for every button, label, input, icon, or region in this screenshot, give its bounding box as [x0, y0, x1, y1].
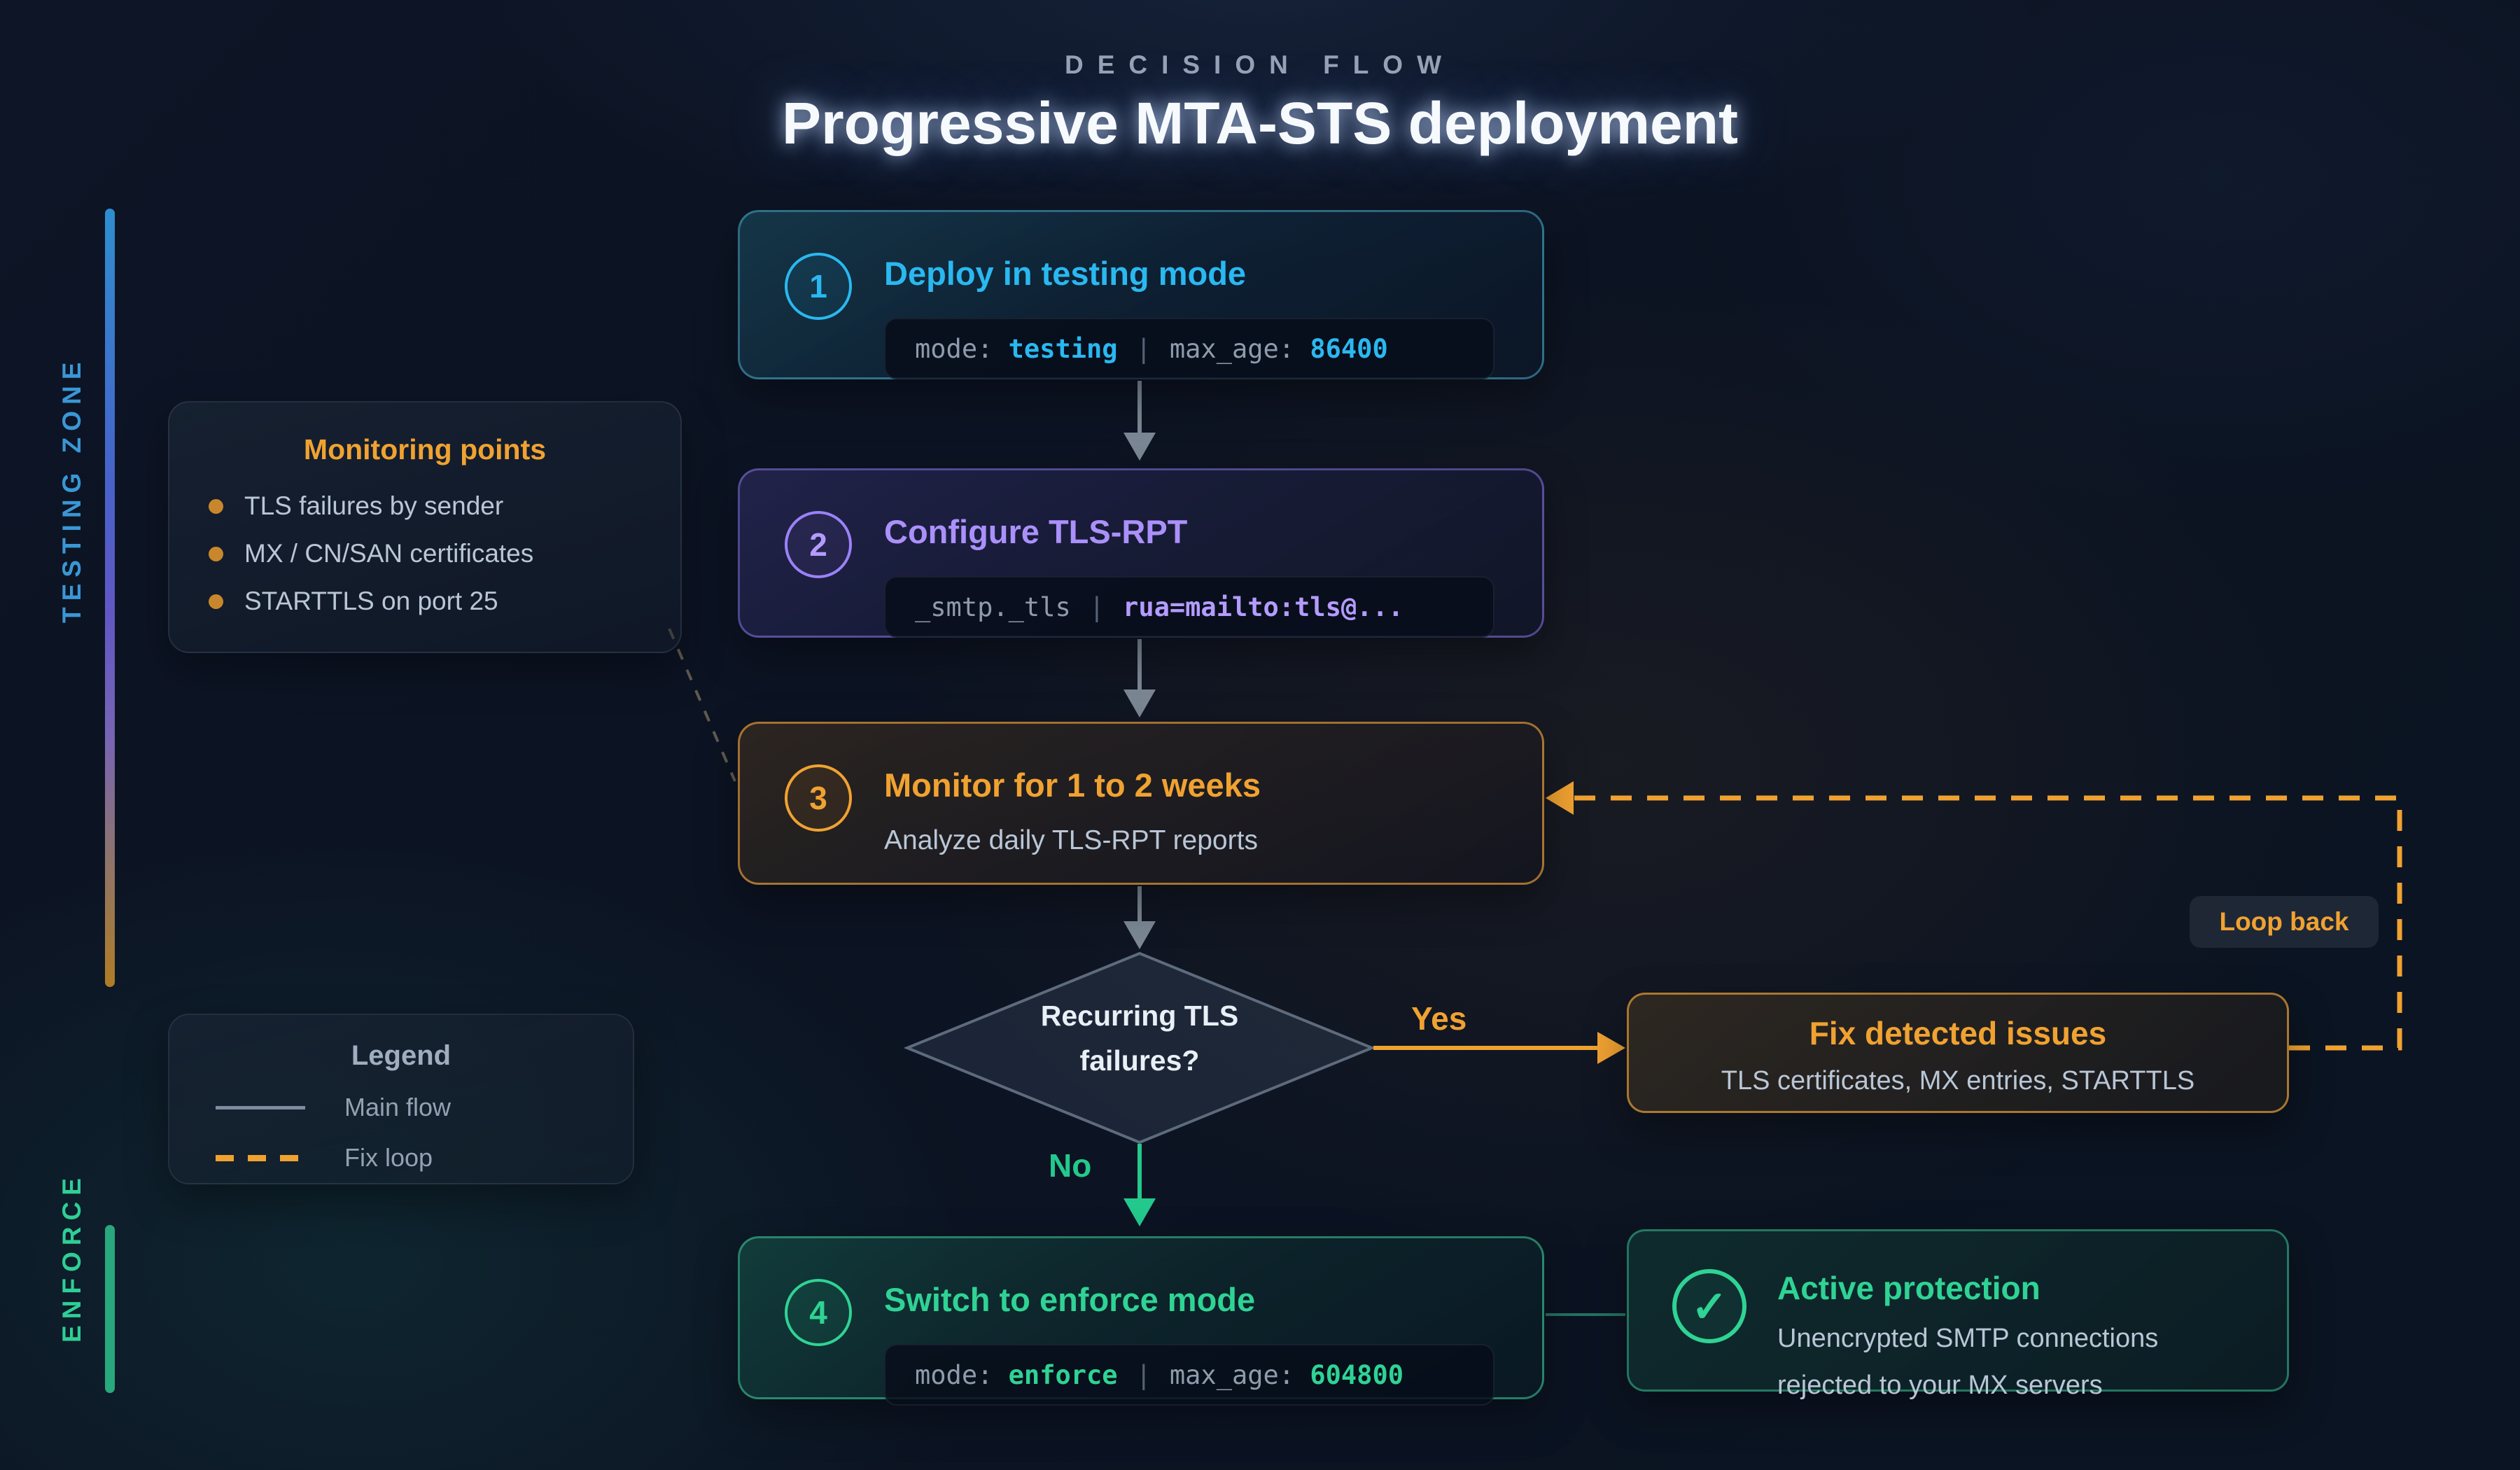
code-key: max_age:	[1169, 1359, 1310, 1390]
step-3-number-badge: 3	[785, 764, 852, 832]
code-value: enforce	[1008, 1359, 1118, 1390]
code-key: _smtp._tls	[915, 592, 1071, 622]
code-value: testing	[1008, 333, 1118, 364]
legend-panel: Legend Main flow Fix loop	[168, 1014, 634, 1184]
monitoring-points-list: TLS failures by sender MX / CN/SAN certi…	[209, 491, 680, 616]
code-separator: |	[1135, 1359, 1152, 1390]
loop-back-badge: Loop back	[2190, 896, 2379, 948]
step-2-configure-tlsrpt: 2 Configure TLS-RPT _smtp._tls | rua=mailt…	[738, 468, 1544, 638]
monitoring-item-label: MX / CN/SAN certificates	[244, 539, 534, 568]
step-3-monitor: 3 Monitor for 1 to 2 weeks Analyze daily…	[738, 722, 1544, 885]
active-protection-box: ✓ Active protection Unencrypted SMTP con…	[1627, 1229, 2289, 1400]
arrowhead-no	[1124, 1198, 1156, 1226]
arrowhead-yes	[1597, 1032, 1625, 1064]
code-key: mode:	[915, 1359, 1009, 1390]
step-4-number-badge: 4	[785, 1279, 852, 1346]
legend-row-fix-loop: Fix loop	[216, 1143, 633, 1172]
step-3-subtitle: Analyze daily TLS-RPT reports	[884, 825, 1258, 855]
fix-loop-line-swatch	[216, 1154, 305, 1161]
list-item: TLS failures by sender	[209, 491, 680, 521]
page-title: Progressive MTA-STS deployment	[781, 90, 1739, 156]
list-item: MX / CN/SAN certificates	[209, 539, 680, 568]
bullet-dot-icon	[209, 594, 223, 609]
legend-label: Fix loop	[344, 1143, 433, 1172]
list-item: STARTTLS on port 25	[209, 587, 680, 616]
step-2-number-badge: 2	[785, 511, 852, 578]
testing-zone-label: TESTING ZONE	[57, 356, 86, 623]
step-4-enforce-mode: 4 Switch to enforce mode mode: enforce|m…	[738, 1236, 1544, 1406]
code-value: rua=mailto:tls@...	[1123, 592, 1404, 622]
flow-kicker: DECISION FLOW	[1064, 50, 1456, 79]
step-1-code-chip: mode: testing | max_age: 86400	[884, 318, 1494, 379]
monitoring-item-label: TLS failures by sender	[244, 491, 504, 520]
fix-title: Fix detected issues	[1809, 1015, 2107, 1051]
active-protection-line2: rejected to your MX servers	[1777, 1371, 2103, 1400]
decision-diamond	[903, 951, 1376, 1144]
bullet-dot-icon	[209, 546, 223, 561]
legend-label: Main flow	[344, 1093, 451, 1121]
monitoring-points-title: Monitoring points	[303, 433, 547, 465]
code-key: mode:	[915, 333, 1009, 364]
decision-question-line1: Recurring TLS	[1040, 1000, 1239, 1032]
step-4-code-chip: mode: enforce | max_age: 604800	[884, 1344, 1494, 1406]
step-3-title: Monitor for 1 to 2 weeks	[884, 766, 1261, 804]
active-protection-title: Active protection	[1777, 1270, 2040, 1306]
arrowhead-step1-step2	[1124, 433, 1156, 461]
code-separator: |	[1088, 592, 1105, 622]
monitoring-link	[668, 628, 736, 782]
testing-zone-rail	[105, 209, 115, 987]
step-2-title: Configure TLS-RPT	[884, 513, 1188, 550]
step-1-number-badge: 1	[785, 253, 852, 320]
monitoring-points-panel: Monitoring points TLS failures by sender…	[168, 401, 682, 653]
main-flow-line-swatch	[216, 1105, 305, 1110]
code-value: 604800	[1310, 1359, 1404, 1390]
fix-detected-issues-box: Fix detected issues TLS certificates, MX…	[1627, 993, 2289, 1113]
arrowhead-step3-decision	[1124, 921, 1156, 949]
bullet-dot-icon	[209, 498, 223, 514]
active-protection-line1: Unencrypted SMTP connections	[1777, 1324, 2159, 1353]
code-separator: |	[1135, 333, 1152, 364]
enforce-zone-rail	[105, 1225, 115, 1393]
legend-title: Legend	[351, 1040, 451, 1071]
step-2-code-chip: _smtp._tls | rua=mailto:tls@...	[884, 576, 1494, 638]
enforce-zone-label: ENFORCE	[57, 1172, 86, 1343]
step-1-title: Deploy in testing mode	[884, 255, 1247, 292]
legend-row-main-flow: Main flow	[216, 1093, 633, 1122]
decision-question: Recurring TLS failures?	[965, 994, 1315, 1083]
monitoring-item-label: STARTTLS on port 25	[244, 587, 498, 615]
decision-question-line2: failures?	[1079, 1044, 1200, 1077]
fix-subtitle: TLS certificates, MX entries, STARTTLS	[1721, 1066, 2195, 1096]
yes-branch-label: Yes	[1411, 1000, 1467, 1037]
arrowhead-step2-step3	[1124, 690, 1156, 718]
arrowhead-loopback	[1546, 781, 1574, 815]
code-value: 86400	[1310, 333, 1388, 364]
fix-loop-path	[1567, 795, 2402, 1051]
no-branch-label: No	[1049, 1147, 1092, 1184]
step-4-title: Switch to enforce mode	[884, 1281, 1256, 1318]
check-circle-icon: ✓	[1672, 1269, 1746, 1343]
step-1-deploy-testing: 1 Deploy in testing mode mode: testing|m…	[738, 210, 1544, 379]
code-key: max_age:	[1169, 333, 1310, 364]
